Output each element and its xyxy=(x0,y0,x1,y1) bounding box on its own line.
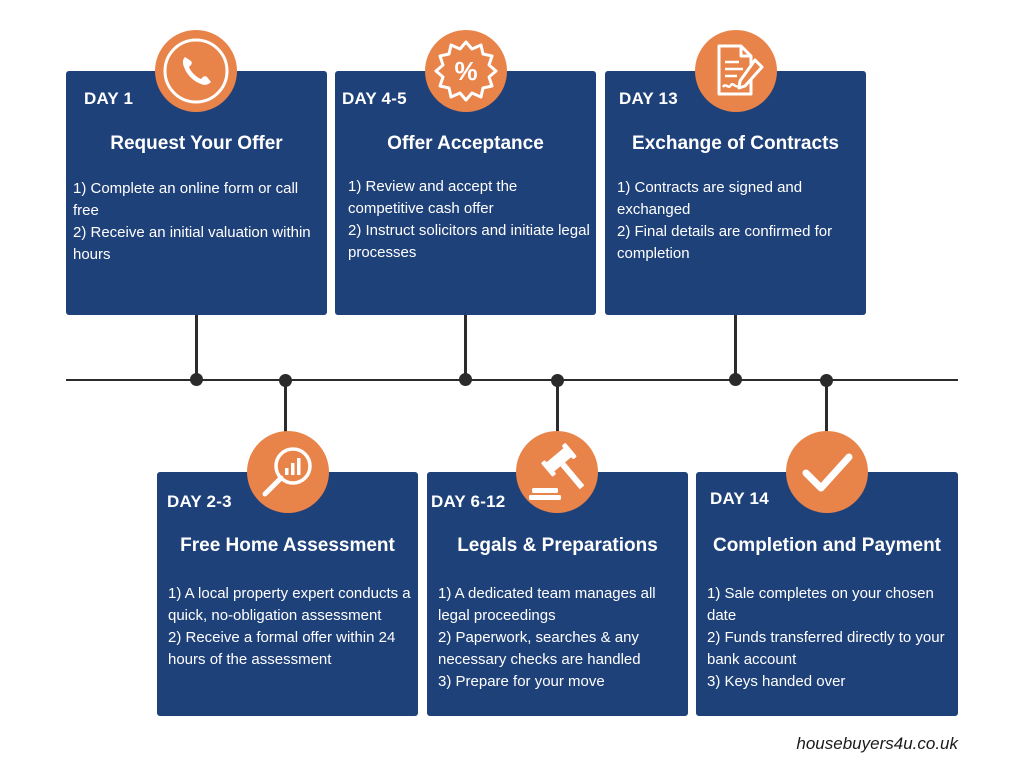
step-title: Request Your Offer xyxy=(110,133,283,154)
timeline-connector xyxy=(734,314,737,380)
timeline-axis xyxy=(66,379,958,381)
timeline-node xyxy=(729,373,742,386)
step-line: 3) Prepare for your move xyxy=(438,673,605,690)
step-line: 1) Complete an online form or call free xyxy=(73,180,299,219)
step-card-day-2-3: DAY 2-3 Free Home Assessment 1) A local … xyxy=(157,472,418,716)
checkmark-icon xyxy=(786,431,868,513)
contract-signing-icon xyxy=(695,30,777,112)
phone-icon xyxy=(155,30,237,112)
step-title: Free Home Assessment xyxy=(180,535,395,556)
timeline-connector xyxy=(195,314,198,380)
step-line: 1) A local property expert conducts a qu… xyxy=(168,585,411,624)
timeline-connector xyxy=(556,380,559,432)
step-description: 1) Complete an online form or call free … xyxy=(73,178,321,266)
step-line: 1) Sale completes on your chosen date xyxy=(707,585,934,624)
step-day-label: DAY 2-3 xyxy=(167,492,232,511)
step-line: 1) Review and accept the competitive cas… xyxy=(348,178,518,217)
step-line: 2) Final details are confirmed for compl… xyxy=(617,223,833,262)
step-line: 2) Receive an initial valuation within h… xyxy=(73,224,311,263)
step-day-label: DAY 6-12 xyxy=(431,492,506,511)
timeline-connector xyxy=(825,380,828,432)
step-description: 1) A local property expert conducts a qu… xyxy=(168,583,412,671)
percent-badge-icon: % xyxy=(425,30,507,112)
step-description: 1) Review and accept the competitive cas… xyxy=(348,176,590,264)
timeline-connector xyxy=(464,314,467,380)
step-day-label: DAY 1 xyxy=(84,89,134,108)
gavel-icon xyxy=(516,431,598,513)
svg-text:%: % xyxy=(454,56,477,86)
timeline-node xyxy=(279,374,292,387)
step-title: Legals & Preparations xyxy=(457,535,658,556)
step-day-label: DAY 14 xyxy=(710,489,769,508)
magnifier-chart-icon xyxy=(247,431,329,513)
step-line: 1) Contracts are signed and exchanged xyxy=(617,179,803,218)
timeline-node xyxy=(820,374,833,387)
step-day-label: DAY 4-5 xyxy=(342,89,407,108)
step-line: 2) Funds transferred directly to your ba… xyxy=(707,629,945,668)
step-line: 2) Paperwork, searches & any necessary c… xyxy=(438,629,641,668)
timeline-node xyxy=(190,373,203,386)
timeline-node xyxy=(459,373,472,386)
step-day-label: DAY 13 xyxy=(619,89,678,108)
website-url: housebuyers4u.co.uk xyxy=(796,734,958,753)
step-description: 1) Contracts are signed and exchanged 2)… xyxy=(617,177,860,265)
timeline-connector xyxy=(284,380,287,432)
step-title: Exchange of Contracts xyxy=(632,133,839,154)
step-line: 2) Receive a formal offer within 24 hour… xyxy=(168,629,396,668)
step-description: 1) A dedicated team manages all legal pr… xyxy=(438,583,682,693)
timeline-node xyxy=(551,374,564,387)
step-card-day-1: DAY 1 Request Your Offer 1) Complete an … xyxy=(66,71,327,315)
step-description: 1) Sale completes on your chosen date 2)… xyxy=(707,583,952,693)
step-line: 1) A dedicated team manages all legal pr… xyxy=(438,585,656,624)
step-title: Offer Acceptance xyxy=(387,133,544,154)
step-line: 2) Instruct solicitors and initiate lega… xyxy=(348,222,590,261)
step-title: Completion and Payment xyxy=(712,535,942,556)
step-line: 3) Keys handed over xyxy=(707,673,846,690)
